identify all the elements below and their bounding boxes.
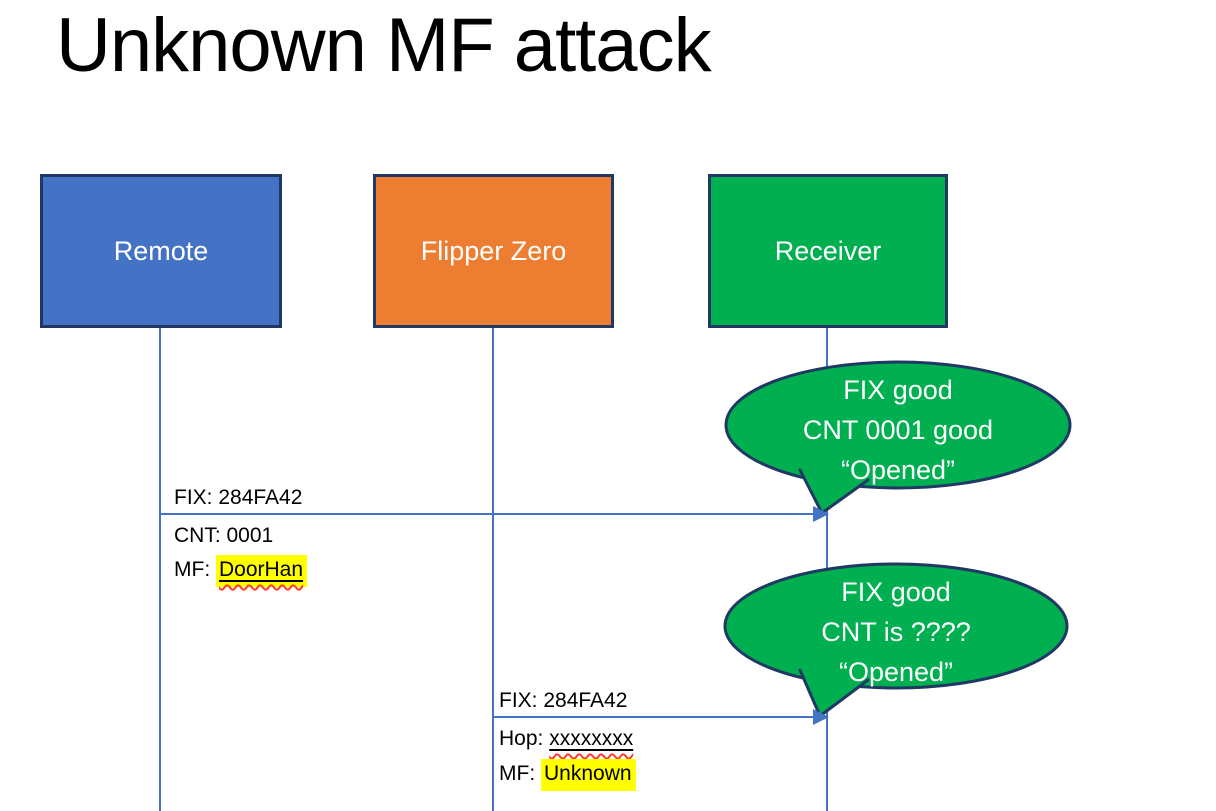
actor-box-flipper-zero: Flipper Zero [373, 174, 614, 328]
page-title: Unknown MF attack [56, 3, 712, 88]
message-2-fix-label: FIX: 284FA42 [499, 689, 628, 712]
message-1-mf-prefix: MF: [174, 558, 216, 581]
callout-1-text: FIX good CNT 0001 good “Opened” [726, 370, 1070, 490]
message-2-arrowhead-icon [813, 709, 829, 725]
actor-label-receiver: Receiver [774, 235, 882, 266]
lifeline-remote [159, 328, 161, 811]
message-2-mf-label: MF: Unknown [499, 759, 636, 791]
message-1-mf-label: MF: DoorHan [174, 555, 308, 587]
callout-1-line-1: FIX good [843, 375, 953, 405]
message-2-mf-value: Unknown [544, 762, 632, 785]
lifeline-flipper-zero [492, 328, 494, 811]
message-1-arrowhead-icon [813, 506, 829, 522]
message-1-cnt-label: CNT: 0001 [174, 524, 274, 547]
message-2-hop-prefix: Hop: [499, 727, 550, 750]
message-2-hop-wavy: xxxxxxxx [549, 727, 633, 750]
message-1-fix-label: FIX: 284FA42 [174, 486, 303, 509]
message-1-arrow-line [160, 513, 815, 515]
message-2-arrow-line [493, 716, 815, 718]
message-1-mf-highlight: DoorHan [216, 555, 308, 587]
actor-box-remote: Remote [40, 174, 282, 328]
message-2-mf-prefix: MF: [499, 762, 541, 785]
actor-box-receiver: Receiver [708, 174, 948, 328]
message-2-mf-highlight: Unknown [541, 759, 636, 791]
message-2-hop-value: xxxxxxxx [549, 727, 634, 750]
actor-label-remote: Remote [113, 235, 209, 266]
message-1-mf-value: DoorHan [219, 558, 304, 581]
actor-label-flipper-zero: Flipper Zero [420, 235, 567, 266]
message-2-hop-label: Hop: xxxxxxxx [499, 724, 633, 754]
callout-2-line-1: FIX good [841, 577, 951, 607]
callout-bubble-2 [723, 562, 1069, 718]
callout-2-line-3: “Opened” [838, 657, 954, 687]
callout-2-line-2: CNT is ???? [821, 617, 971, 647]
callout-2-text: FIX good CNT is ???? “Opened” [724, 572, 1068, 692]
callout-1-line-2: CNT 0001 good [802, 415, 994, 445]
callout-1-line-3: “Opened” [840, 455, 956, 485]
